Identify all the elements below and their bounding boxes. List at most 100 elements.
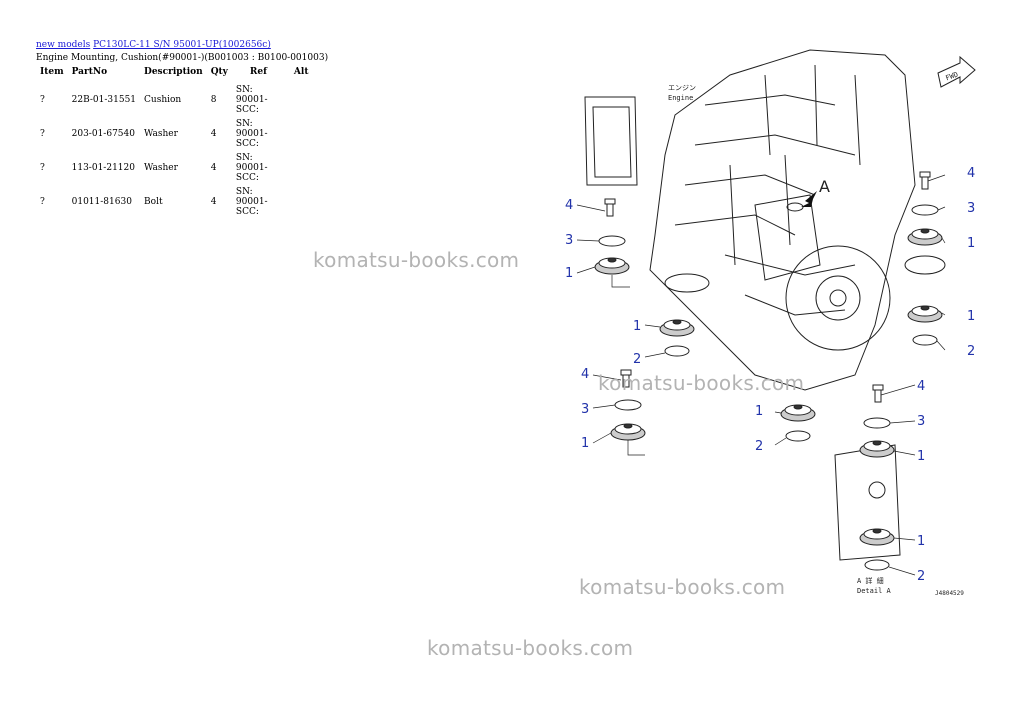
- callout-3: 3: [917, 414, 925, 429]
- ref-sn: SN: 90001-: [235, 85, 268, 105]
- callout-1: 1: [581, 436, 589, 451]
- engine-body: [649, 49, 916, 391]
- ref-sn: SN: 90001-: [235, 153, 268, 173]
- callout-1: 1: [633, 319, 641, 334]
- engine-label-jp: エンジン: [668, 84, 696, 92]
- table-row: ? 22B-01-31551 Cushion 8 SN: 90001-SCC:: [36, 83, 312, 117]
- cell-item: ?: [40, 129, 45, 139]
- cushion-center: [659, 319, 695, 337]
- breadcrumb-link-new-models[interactable]: new models: [36, 40, 91, 50]
- detail-label: Detail A: [857, 587, 892, 595]
- washer-center: [664, 345, 690, 357]
- cushion-right: [907, 228, 943, 246]
- parts-table: Item PartNo Description Qty Ref Alt ? 22…: [36, 64, 312, 219]
- callout-1: 1: [967, 309, 975, 324]
- washer-lower-left: [614, 399, 642, 411]
- table-row: ? 01011-81630 Bolt 4 SN: 90001-SCC:: [36, 185, 312, 219]
- callout-3: 3: [581, 402, 589, 417]
- callout-1: 1: [967, 236, 975, 251]
- washer-detail-bottom: [864, 559, 890, 571]
- cell-partno: 203-01-67540: [71, 129, 135, 139]
- cell-partno: 113-01-21120: [71, 163, 135, 173]
- table-row: ? 203-01-67540 Washer 4 SN: 90001-SCC:: [36, 117, 312, 151]
- washer-left: [598, 235, 626, 247]
- engine-label: Engine: [668, 94, 693, 102]
- cell-ref: SN: 90001-SCC:: [232, 83, 290, 117]
- callout-1: 1: [755, 404, 763, 419]
- bracket-hole: [868, 481, 886, 499]
- cell-qty: 8: [210, 95, 217, 105]
- tank: [754, 194, 821, 281]
- drawing-number: J4804529: [935, 590, 964, 597]
- engine-detail: [674, 64, 861, 316]
- callout-3: 3: [967, 201, 975, 216]
- callout-1: 1: [917, 534, 925, 549]
- cell-item: ?: [40, 197, 45, 207]
- bolt-left: [604, 198, 616, 217]
- breadcrumb-link-model[interactable]: PC130LC-11 S/N 95001-UP(1002656c): [93, 40, 271, 50]
- washer-bottom: [785, 430, 811, 442]
- exploded-parts-diagram: FWD エンジン Engine A A 詳 細 Detail A J480452…: [565, 49, 976, 597]
- cell-ref: SN: 90001-SCC:: [232, 151, 290, 185]
- flywheel-hub: [815, 275, 861, 321]
- fwd-arrow: FWD: [937, 55, 976, 88]
- page-title: Engine Mounting, Cushion(#90001-)(B00100…: [36, 53, 329, 63]
- fwd-arrow-shape: [937, 55, 976, 88]
- ref-scc: SCC:: [235, 173, 259, 183]
- watermark: komatsu-books.com: [598, 371, 805, 395]
- flywheel-center: [829, 289, 847, 307]
- radiator-panel: [584, 96, 638, 186]
- cell-item: ?: [40, 95, 45, 105]
- col-ref: Ref: [249, 67, 267, 77]
- washer-right: [911, 204, 939, 216]
- ref-scc: SCC:: [235, 207, 259, 217]
- cell-alt: [290, 185, 313, 219]
- col-partno: PartNo: [71, 67, 108, 77]
- cell-description: Washer: [144, 129, 178, 139]
- callout-2: 2: [633, 352, 641, 367]
- washer-right-mid: [912, 334, 938, 346]
- cell-qty: 4: [210, 197, 217, 207]
- detail-marker: A: [819, 177, 830, 196]
- bolt-right: [919, 171, 931, 190]
- cell-alt: [290, 151, 313, 185]
- breadcrumb: new models PC130LC-11 S/N 95001-UP(10026…: [36, 40, 271, 50]
- callout-2: 2: [917, 569, 925, 584]
- table-row: ? 113-01-21120 Washer 4 SN: 90001-SCC:: [36, 151, 312, 185]
- flywheel: [785, 245, 891, 351]
- callout-3: 3: [565, 233, 573, 248]
- cell-item: ?: [40, 163, 45, 173]
- mount-foot-left: [664, 273, 710, 293]
- ref-scc: SCC:: [235, 105, 259, 115]
- callout-2: 2: [755, 439, 763, 454]
- ref-scc: SCC:: [235, 139, 259, 149]
- callout-1: 1: [565, 266, 573, 281]
- cell-description: Bolt: [144, 197, 163, 207]
- watermark: komatsu-books.com: [427, 636, 634, 660]
- callout-4: 4: [967, 166, 975, 181]
- detail-label-jp: A 詳 細: [857, 576, 884, 585]
- cushion-lower-left: [610, 423, 646, 441]
- detail-arrow-icon: [801, 191, 817, 207]
- watermark: komatsu-books.com: [313, 248, 520, 272]
- cell-alt: [290, 117, 313, 151]
- leader-lines: [576, 174, 946, 576]
- callout-1: 1: [917, 449, 925, 464]
- cushion-left: [594, 257, 630, 275]
- callout-4: 4: [917, 379, 925, 394]
- cell-ref: SN: 90001-SCC:: [232, 185, 290, 219]
- tank-cap: [786, 202, 804, 212]
- cell-alt: [290, 83, 313, 117]
- cell-qty: 4: [210, 129, 217, 139]
- callout-2: 2: [967, 344, 975, 359]
- col-alt: Alt: [293, 67, 309, 77]
- table-header-row: Item PartNo Description Qty Ref Alt: [36, 64, 312, 83]
- callout-4: 4: [565, 198, 573, 213]
- cushion-right-mid: [907, 305, 943, 323]
- cell-partno: 01011-81630: [71, 197, 132, 207]
- ref-sn: SN: 90001-: [235, 187, 268, 207]
- washer-detail-top: [863, 417, 891, 429]
- cell-qty: 4: [210, 163, 217, 173]
- watermark: komatsu-books.com: [579, 575, 786, 599]
- mount-foot-right: [904, 255, 946, 275]
